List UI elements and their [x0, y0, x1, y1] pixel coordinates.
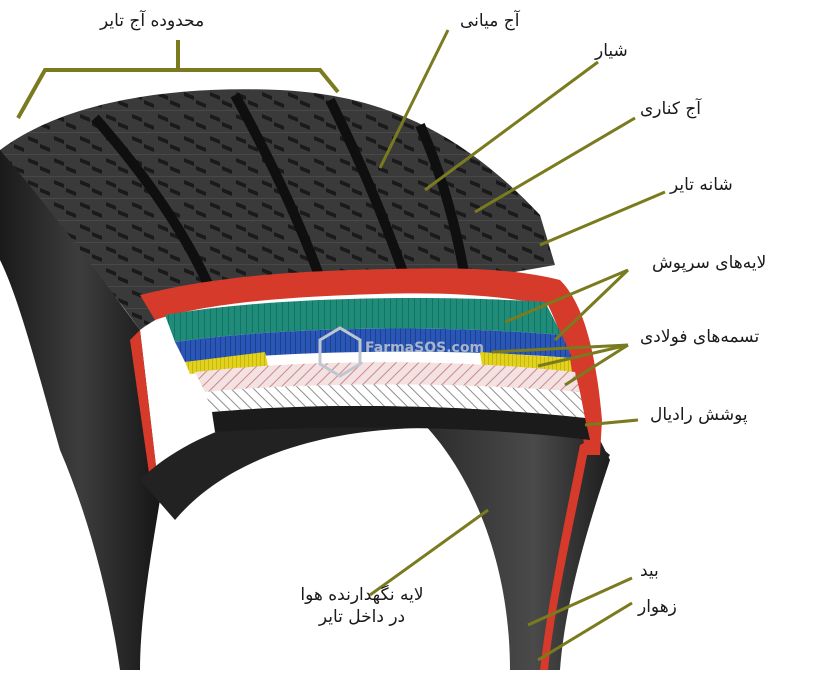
label-shoulder: شانه تایر — [670, 175, 733, 195]
label-apex: زهوار — [638, 597, 677, 617]
watermark-text: FarmaSOS.com — [365, 340, 484, 356]
label-steel-belts: تسمه‌های فولادی — [640, 327, 760, 347]
label-innerliner-line2: در داخل تایر — [318, 607, 406, 628]
leader-lines — [369, 29, 666, 662]
label-side-tread: آج کناری — [640, 99, 702, 119]
label-innerliner-line1: لایه نگهدارنده هوا — [300, 585, 424, 605]
label-tread-width: محدوده آج تایر — [100, 11, 205, 31]
label-innerliner: لایه نگهدارنده هوا در داخل تایر — [262, 584, 462, 628]
left-sidewall — [0, 150, 160, 670]
label-groove: شیار — [595, 41, 628, 61]
steel-belt-white — [205, 384, 585, 418]
watermark: FarmaSOS.com — [318, 326, 484, 378]
label-radial-ply: پوشش رادیال — [650, 405, 748, 425]
right-sidewall — [420, 420, 610, 670]
cap-ply-teal — [165, 298, 562, 342]
label-bead: بید — [640, 561, 659, 581]
radial-ply — [212, 406, 590, 440]
cap-ply-blue — [175, 328, 572, 362]
belt-yellow-left — [185, 352, 268, 374]
red-casing — [140, 268, 602, 455]
steel-belt-pink — [195, 362, 580, 392]
tread-width-bracket — [16, 40, 340, 119]
label-center-tread: آج میانی — [460, 11, 520, 31]
left-casing — [130, 330, 160, 500]
label-cap-plies: لایه‌های سرپوش — [652, 253, 767, 273]
groove-lines — [91, 92, 470, 302]
